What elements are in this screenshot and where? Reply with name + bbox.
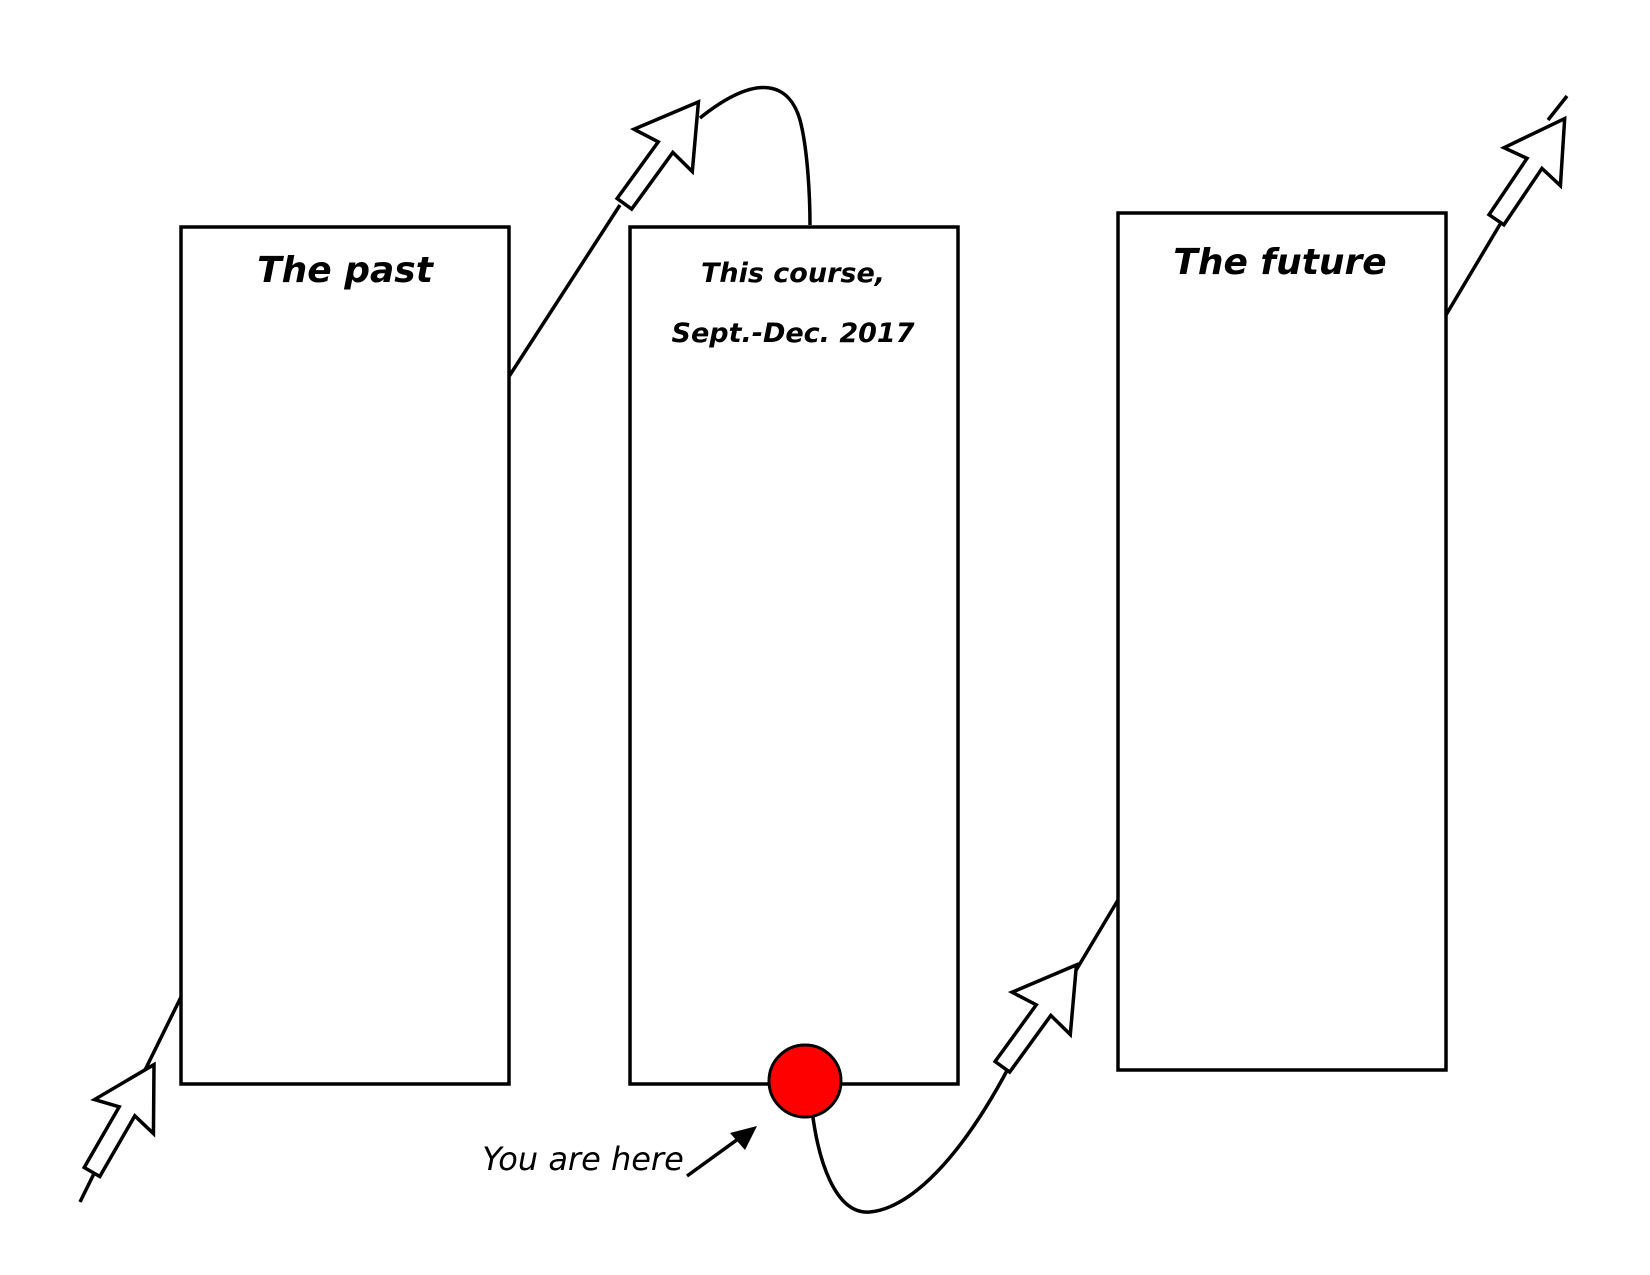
you-are-here-label: You are here — [482, 1140, 684, 1178]
arrow-past-to-course-icon — [614, 99, 701, 212]
connector-marker-to-future — [810, 1064, 1012, 1214]
future-box-title: The future — [1173, 242, 1386, 283]
arrow-to-future-icon — [992, 962, 1079, 1075]
arrow-top-right-icon — [1486, 115, 1567, 228]
pointer-arrow-head-icon — [730, 1126, 757, 1150]
future-box — [1116, 211, 1448, 1072]
you-are-here-marker — [767, 1043, 843, 1119]
arrow-bottom-left-icon — [81, 1061, 156, 1179]
connector-course-loop — [698, 85, 812, 226]
past-box-title: The past — [257, 250, 435, 291]
course-box-title-line1: This course, — [701, 258, 885, 289]
connector-future-to-end — [1444, 220, 1504, 316]
pointer-arrow-line — [685, 1132, 747, 1178]
connector-end-tail — [1546, 94, 1569, 122]
past-box — [179, 225, 511, 1086]
connector-past-to-course — [506, 204, 622, 379]
course-box — [628, 225, 960, 1086]
course-box-title-line2: Sept.-Dec. 2017 — [672, 318, 915, 349]
connector-future-entry — [1073, 899, 1120, 973]
